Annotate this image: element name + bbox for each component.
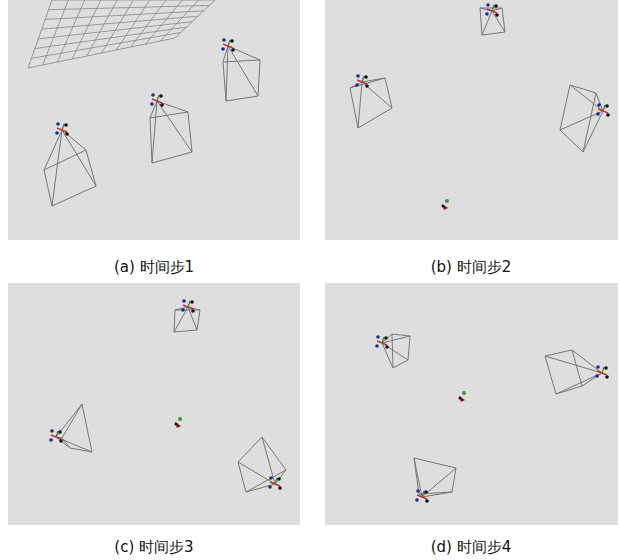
tracked-object [459,391,467,402]
panel-caption: (c) 时间步3 [114,538,193,556]
ground-grid [28,0,215,68]
camera-frustum [49,404,92,452]
camera-frustum [350,74,392,128]
view-panel [325,0,618,240]
tracked-object [175,417,183,428]
panel-caption: (d) 时间步4 [431,538,512,556]
tracked-object [442,199,450,210]
view-panel [8,283,300,525]
panel-caption: (a) 时间步1 [114,258,194,276]
view-panel [325,283,618,525]
panel-caption: (b) 时间步2 [431,258,512,276]
camera-frustum [414,458,456,503]
camera-frustum [44,122,96,206]
camera-frustum [221,38,260,101]
camera-frustum [174,299,200,332]
camera-frustum [480,3,505,35]
camera-frustum [375,334,410,368]
camera-frustum [545,350,609,394]
view-panel [8,0,300,240]
camera-frustum [238,437,286,492]
camera-frustum [560,85,610,152]
camera-frustum [150,93,192,163]
